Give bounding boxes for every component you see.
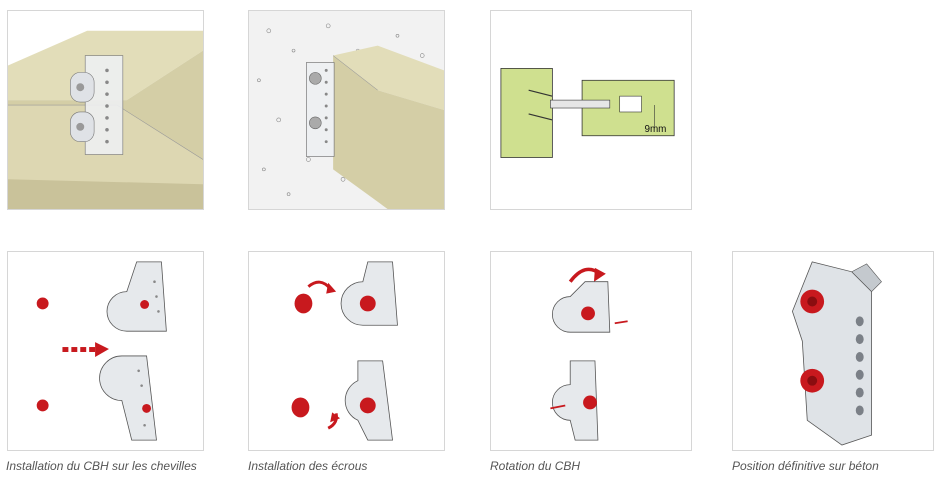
caption-position-definitive: Position définitive sur béton [732,459,879,473]
image-beam-to-concrete[interactable] [248,10,445,210]
image-section-view[interactable]: 9mm [490,10,692,210]
image-installation-ecrous[interactable] [248,251,445,451]
dimension-label: 9mm [644,124,666,135]
caption-installation-ecrous: Installation des écrous [248,459,368,473]
caption-installation-chevilles: Installation du CBH sur les chevilles [6,459,197,473]
image-installation-chevilles[interactable] [7,251,204,451]
caption-rotation-cbh: Rotation du CBH [490,459,581,473]
image-position-definitive[interactable] [732,251,934,451]
image-rotation-cbh[interactable] [490,251,692,451]
image-beam-to-beam[interactable] [7,10,204,210]
